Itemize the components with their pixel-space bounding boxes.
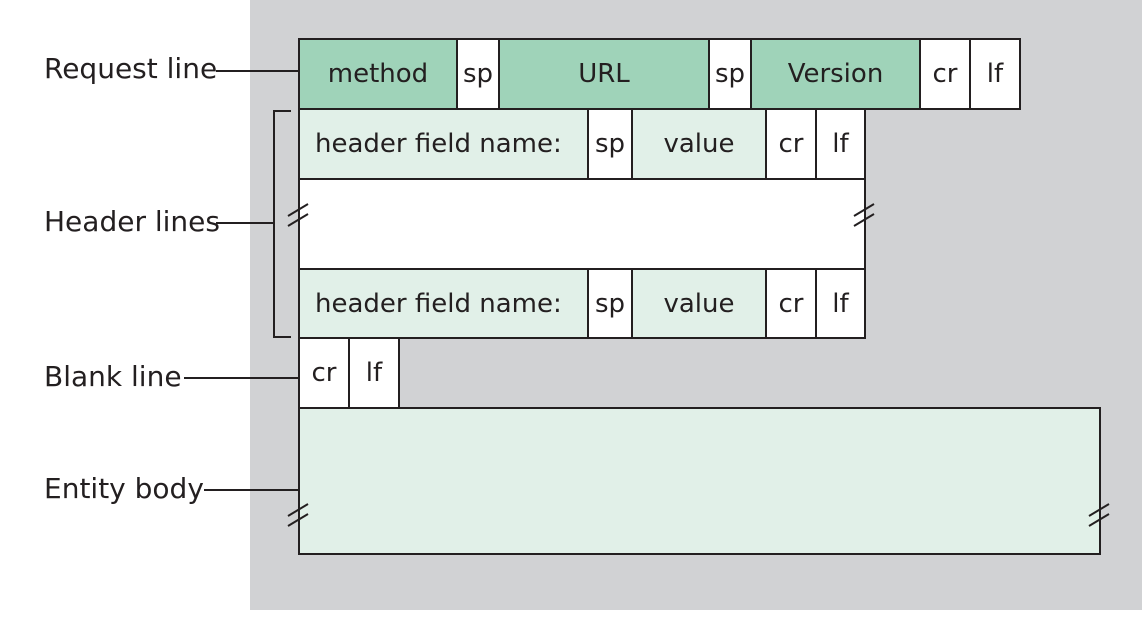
header-2-sp: sp xyxy=(587,268,633,339)
entity-body-label: Entity body xyxy=(44,472,204,505)
entity-body-box xyxy=(298,407,1101,555)
blank-line-label: Blank line xyxy=(44,360,182,393)
entity-body-leader xyxy=(204,489,300,491)
header-1-value: value xyxy=(631,108,767,180)
header-lines-label: Header lines xyxy=(44,205,220,238)
header-lines-bracket xyxy=(273,110,291,338)
request-lf: lf xyxy=(969,38,1021,110)
blank-line-leader xyxy=(184,377,300,379)
header-break-right xyxy=(853,203,875,227)
entity-break-left xyxy=(287,503,309,527)
blank-line-lf: lf xyxy=(348,337,400,409)
request-line-label: Request line xyxy=(44,52,218,85)
header-1-name: header field name: xyxy=(298,108,589,180)
blank-line-cr: cr xyxy=(298,337,350,409)
request-cr: cr xyxy=(919,38,971,110)
header-break-left xyxy=(287,203,309,227)
header-1-cr: cr xyxy=(765,108,817,180)
request-line-leader xyxy=(216,70,300,72)
request-sp-2: sp xyxy=(708,38,752,110)
header-2-lf: lf xyxy=(815,268,866,339)
url-field: URL xyxy=(498,38,710,110)
header-lines-leader xyxy=(216,222,274,224)
entity-break-right xyxy=(1088,503,1110,527)
request-sp-1: sp xyxy=(456,38,500,110)
header-2-name: header field name: xyxy=(298,268,589,339)
method-field: method xyxy=(298,38,458,110)
header-2-value: value xyxy=(631,268,767,339)
